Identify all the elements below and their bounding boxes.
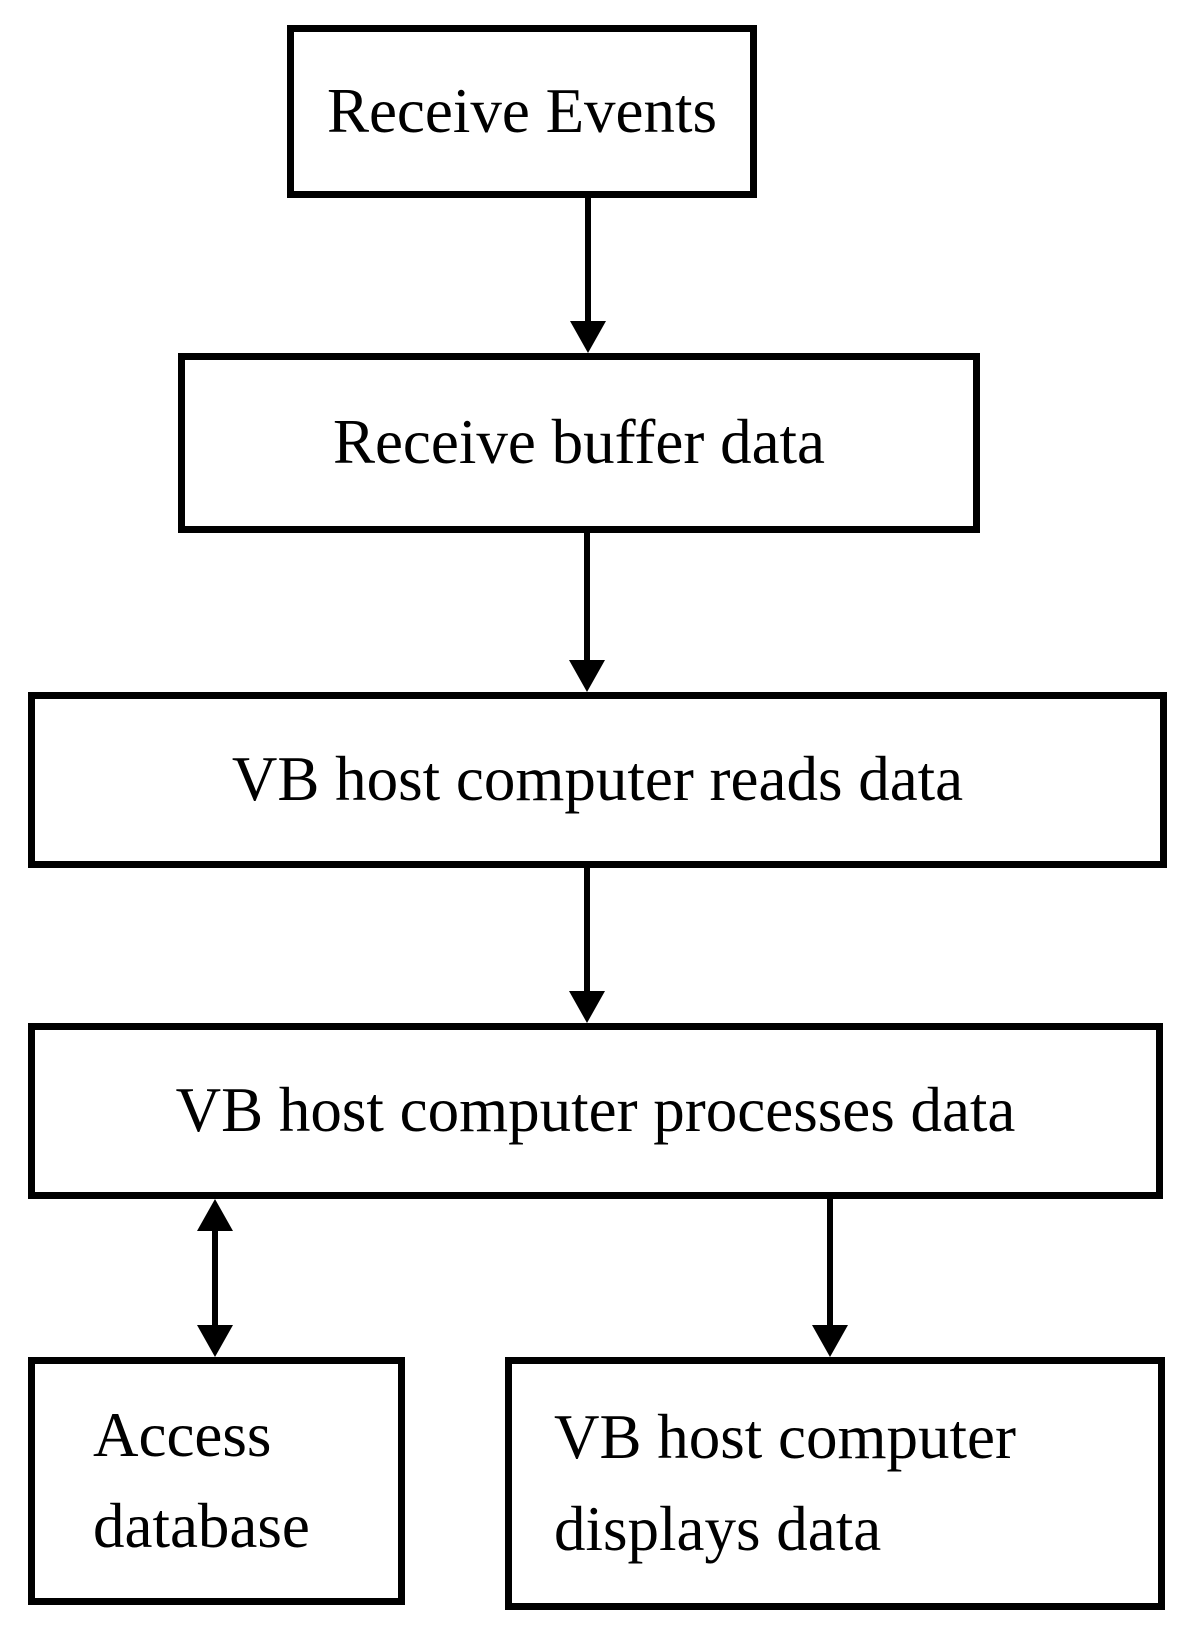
arrowhead-down-icon <box>569 660 605 692</box>
arrow-shaft <box>827 1199 833 1331</box>
node-access-database: Access database <box>28 1357 405 1605</box>
node-vb-host-reads-data: VB host computer reads data <box>28 692 1167 868</box>
node-access-database-label: Access database <box>93 1399 310 1561</box>
node-receive-events: Receive Events <box>287 25 757 198</box>
arrow-receive-events-to-receive-buffer-data <box>570 198 606 353</box>
arrow-shaft <box>584 533 590 666</box>
arrow-receive-buffer-data-to-vb-host-reads-data <box>569 533 605 692</box>
double-arrow-vb-host-processes-data-to-access-database <box>197 1199 233 1357</box>
node-receive-buffer-data: Receive buffer data <box>178 353 980 533</box>
arrow-vb-host-reads-data-to-vb-host-processes-data <box>569 868 605 1023</box>
arrowhead-down-icon <box>570 321 606 353</box>
arrow-shaft <box>584 868 590 997</box>
arrowhead-down-icon <box>197 1325 233 1357</box>
arrowhead-down-icon <box>569 991 605 1023</box>
node-receive-buffer-data-label: Receive buffer data <box>332 407 826 478</box>
arrow-shaft <box>585 198 591 327</box>
node-vb-host-displays-data: VB host computer displays data <box>505 1357 1165 1610</box>
node-receive-events-label: Receive Events <box>326 75 718 146</box>
arrow-vb-host-processes-data-to-vb-host-displays-data <box>812 1199 848 1357</box>
node-vb-host-displays-data-label: VB host computer displays data <box>554 1402 1016 1564</box>
node-vb-host-reads-data-label: VB host computer reads data <box>231 744 964 815</box>
node-vb-host-processes-data-label: VB host computer processes data <box>175 1075 1016 1146</box>
arrow-shaft <box>212 1225 218 1331</box>
node-vb-host-processes-data: VB host computer processes data <box>28 1023 1163 1199</box>
arrowhead-down-icon <box>812 1325 848 1357</box>
